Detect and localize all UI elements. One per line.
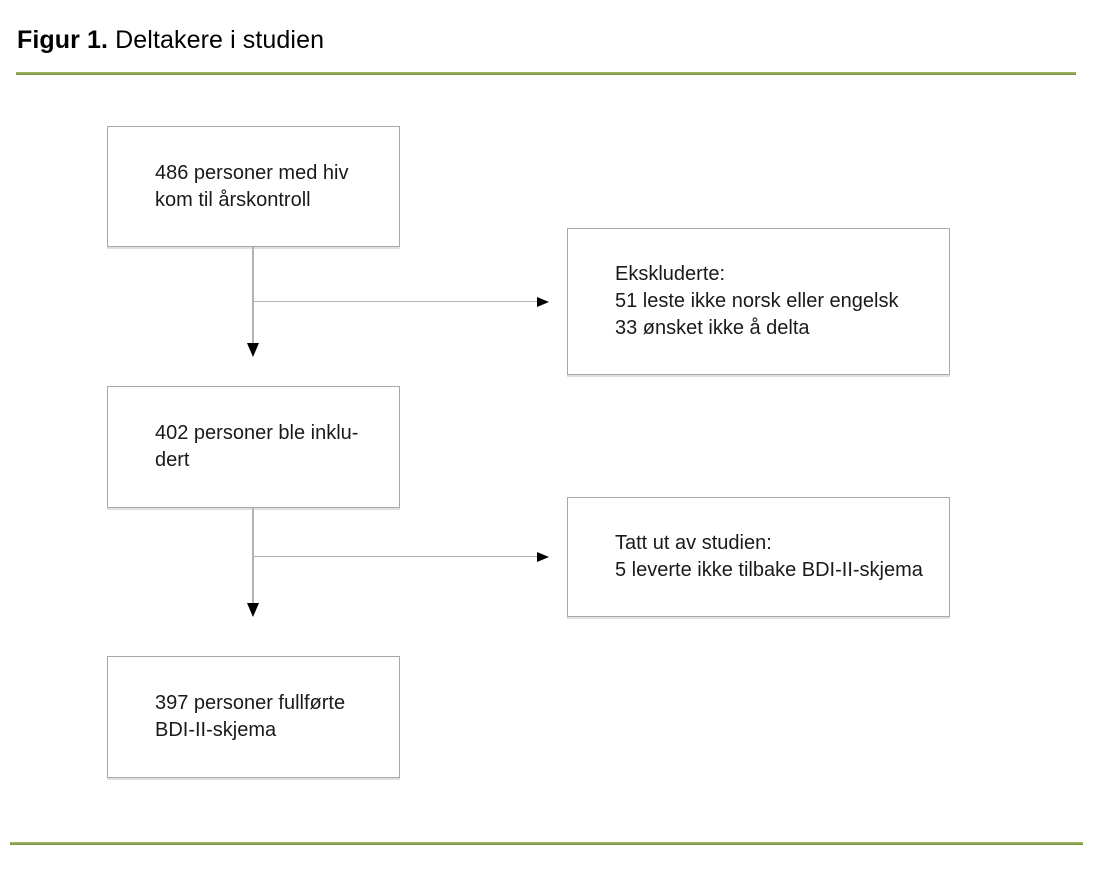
box-line: BDI-II-skjema	[155, 719, 277, 741]
flow-box-ekskluderte: Ekskluderte: 51 leste ikke norsk eller e…	[567, 228, 950, 375]
top-divider-rule	[16, 72, 1076, 75]
box-line: Ekskluderte:	[615, 263, 726, 285]
connector-486-to-402-line	[252, 247, 254, 343]
flow-box-text: 397 personer fullførte BDI-II-skjema	[155, 690, 345, 744]
flow-box-402-inkludert: 402 personer ble inklu- dert	[107, 386, 400, 508]
box-line: kom til årskontroll	[155, 188, 311, 211]
arrow-down-to-397-icon	[247, 603, 259, 617]
arrow-right-to-tatt-ut-icon	[537, 552, 549, 562]
figure-title-text: Deltakere i studien	[108, 26, 325, 54]
arrow-right-to-ekskluderte-icon	[537, 297, 549, 307]
box-line: Tatt ut av studien:	[615, 532, 772, 554]
box-line: 33 ønsket ikke å delta	[615, 317, 810, 339]
box-line: 51 leste ikke norsk eller engelsk	[615, 290, 899, 312]
flow-box-397-fullforte: 397 personer fullførte BDI-II-skjema	[107, 656, 400, 778]
figure-title: Figur 1. Deltakere i studien	[17, 26, 324, 55]
flow-box-text: 486 personer med hiv kom til årskontroll	[155, 160, 348, 214]
connector-402-to-397-line	[252, 508, 254, 603]
box-line: dert	[155, 449, 190, 471]
flow-box-text: Tatt ut av studien: 5 leverte ikke tilba…	[615, 530, 923, 584]
figure-number-label: Figur 1.	[17, 26, 109, 54]
flow-box-486-arskontroll: 486 personer med hiv kom til årskontroll	[107, 126, 400, 247]
connector-486-to-ekskluderte-line	[253, 301, 537, 302]
flow-box-text: 402 personer ble inklu- dert	[155, 420, 358, 474]
flow-box-tatt-ut: Tatt ut av studien: 5 leverte ikke tilba…	[567, 497, 950, 617]
box-line: 397 personer fullførte	[155, 692, 346, 714]
connector-402-to-tatt-ut-line	[253, 556, 537, 557]
box-line: 402 personer ble inklu-	[155, 422, 359, 444]
box-line: 5 leverte ikke tilbake BDI-II-skjema	[615, 559, 923, 581]
flow-box-text: Ekskluderte: 51 leste ikke norsk eller e…	[615, 261, 898, 342]
bottom-divider-rule	[10, 842, 1083, 845]
box-line: 486 personer med hiv	[155, 161, 349, 184]
arrow-down-to-402-icon	[247, 343, 259, 357]
